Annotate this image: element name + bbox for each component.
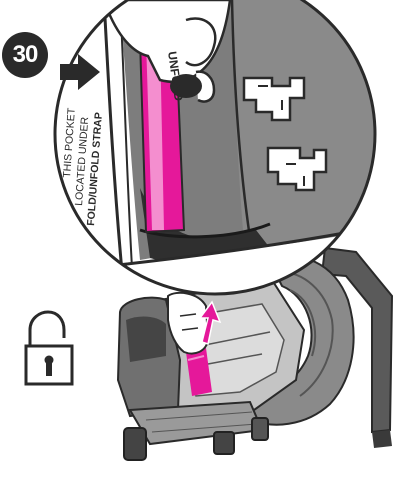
step-number-badge: 30 <box>2 32 48 78</box>
unlocked-padlock-icon <box>26 312 72 384</box>
